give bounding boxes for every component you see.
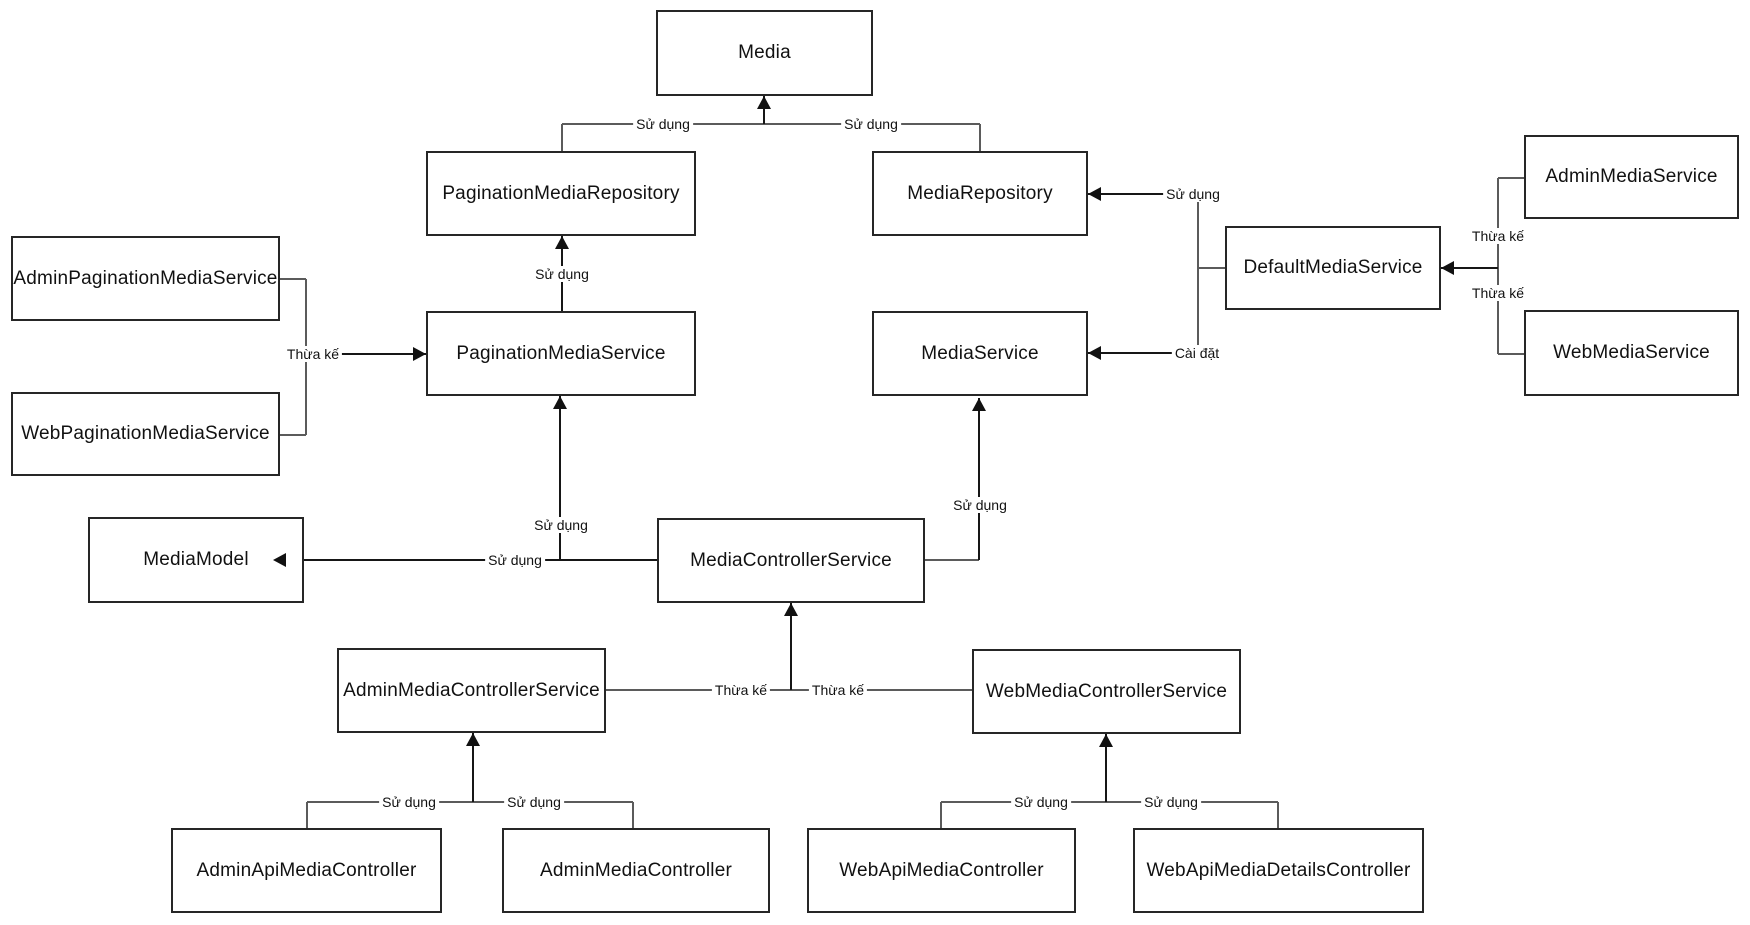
arrowhead-up-icon — [972, 398, 986, 411]
connector-line — [306, 802, 308, 828]
node-label: MediaControllerService — [690, 549, 892, 571]
connector-line — [606, 689, 972, 691]
node-media[interactable]: Media — [656, 10, 873, 96]
edge-label: Sử dụng — [504, 794, 564, 810]
node-label: PaginationMediaService — [456, 342, 666, 364]
node-label: WebMediaControllerService — [985, 680, 1228, 702]
node-label: DefaultMediaService — [1243, 257, 1423, 278]
edge-label: Thừa kế — [711, 682, 771, 698]
connector-arrow-line — [306, 353, 426, 355]
edge-label: Cài đặt — [1171, 345, 1223, 361]
node-web-api-media-details-controller[interactable]: WebApiMediaDetailsController — [1133, 828, 1424, 913]
node-label: WebMediaService — [1553, 342, 1710, 363]
node-web-api-media-controller[interactable]: WebApiMediaController — [807, 828, 1076, 913]
edge-label: Sử dụng — [1141, 794, 1201, 810]
connector-line — [562, 123, 980, 125]
node-label: MediaRepository — [907, 182, 1053, 204]
node-admin-media-controller-service[interactable]: AdminMediaControllerService — [337, 648, 606, 733]
node-admin-media-controller[interactable]: AdminMediaController — [502, 828, 770, 913]
node-admin-media-service[interactable]: AdminMediaService — [1524, 135, 1739, 219]
node-label: MediaService — [921, 342, 1039, 364]
connector-line — [1497, 178, 1499, 354]
arrowhead-left-icon — [1088, 187, 1101, 201]
node-label: AdminMediaController — [540, 859, 732, 881]
connector-line — [280, 434, 306, 436]
connector-line — [1198, 267, 1225, 269]
node-web-media-controller-service[interactable]: WebMediaControllerService — [972, 649, 1241, 734]
node-media-service[interactable]: MediaService — [872, 311, 1088, 396]
connector-line — [925, 559, 979, 561]
node-label: AdminPaginationMediaService — [13, 267, 278, 289]
node-label: WebPaginationMediaService — [21, 423, 270, 444]
connector-arrow-line — [472, 733, 474, 802]
edge-label: Sử dụng — [950, 497, 1010, 513]
connector-line — [941, 801, 1278, 803]
node-web-pagination-media-service[interactable]: WebPaginationMediaService — [11, 392, 280, 476]
connector-line — [1197, 194, 1199, 353]
edge-label: Thừa kế — [283, 346, 343, 362]
edge-label: Sử dụng — [633, 116, 693, 132]
node-media-repository[interactable]: MediaRepository — [872, 151, 1088, 236]
edge-label: Sử dụng — [485, 552, 545, 568]
node-web-media-service[interactable]: WebMediaService — [1524, 310, 1739, 396]
connector-arrow-line — [559, 396, 561, 560]
edge-label: Sử dụng — [532, 266, 592, 282]
arrowhead-right-icon — [413, 347, 426, 361]
node-admin-api-media-controller[interactable]: AdminApiMediaController — [171, 828, 442, 913]
connector-line — [307, 801, 633, 803]
connector-arrow-line — [273, 559, 657, 561]
node-pagination-media-service[interactable]: PaginationMediaService — [426, 311, 696, 396]
node-default-media-service[interactable]: DefaultMediaService — [1225, 226, 1441, 310]
edge-label: Sử dụng — [531, 517, 591, 533]
edge-label: Thừa kế — [808, 682, 868, 698]
arrowhead-up-icon — [555, 236, 569, 249]
connector-arrow-line — [790, 603, 792, 690]
arrowhead-up-icon — [553, 396, 567, 409]
connector-line — [979, 124, 981, 151]
connector-line — [632, 802, 634, 828]
node-label: Media — [738, 42, 791, 63]
connector-arrow-line — [1441, 267, 1498, 269]
connector-arrow-line — [1088, 193, 1198, 195]
connector-line — [561, 124, 563, 151]
arrowhead-left-icon — [273, 553, 286, 567]
node-label: MediaModel — [143, 549, 249, 570]
connector-arrow-line — [1088, 352, 1198, 354]
edge-label: Thừa kế — [1468, 228, 1528, 244]
node-label: WebApiMediaDetailsController — [1146, 859, 1411, 881]
connector-arrow-line — [763, 96, 765, 124]
edge-label: Sử dụng — [379, 794, 439, 810]
connector-line — [280, 278, 306, 280]
node-media-model[interactable]: MediaModel — [88, 517, 304, 603]
connector-arrow-line — [978, 398, 980, 560]
node-label: PaginationMediaRepository — [442, 182, 680, 204]
edge-label: Sử dụng — [1011, 794, 1071, 810]
node-media-controller-service[interactable]: MediaControllerService — [657, 518, 925, 603]
arrowhead-up-icon — [1099, 734, 1113, 747]
connector-line — [940, 802, 942, 828]
edge-label: Thừa kế — [1468, 285, 1528, 301]
arrowhead-up-icon — [784, 603, 798, 616]
connector-line — [1277, 802, 1279, 828]
connector-arrow-line — [1105, 734, 1107, 802]
node-label: AdminApiMediaController — [196, 859, 417, 881]
edge-label: Sử dụng — [1163, 186, 1223, 202]
arrowhead-up-icon — [757, 96, 771, 109]
edge-label: Sử dụng — [841, 116, 901, 132]
node-label: AdminMediaControllerService — [343, 679, 600, 701]
arrowhead-left-icon — [1441, 261, 1454, 275]
node-admin-pagination-media-service[interactable]: AdminPaginationMediaService — [11, 236, 280, 321]
node-label: WebApiMediaController — [839, 859, 1044, 881]
connector-line — [1498, 353, 1524, 355]
node-label: AdminMediaService — [1545, 166, 1718, 187]
connector-line — [1498, 177, 1524, 179]
node-pagination-media-repository[interactable]: PaginationMediaRepository — [426, 151, 696, 236]
arrowhead-up-icon — [466, 733, 480, 746]
arrowhead-left-icon — [1088, 346, 1101, 360]
